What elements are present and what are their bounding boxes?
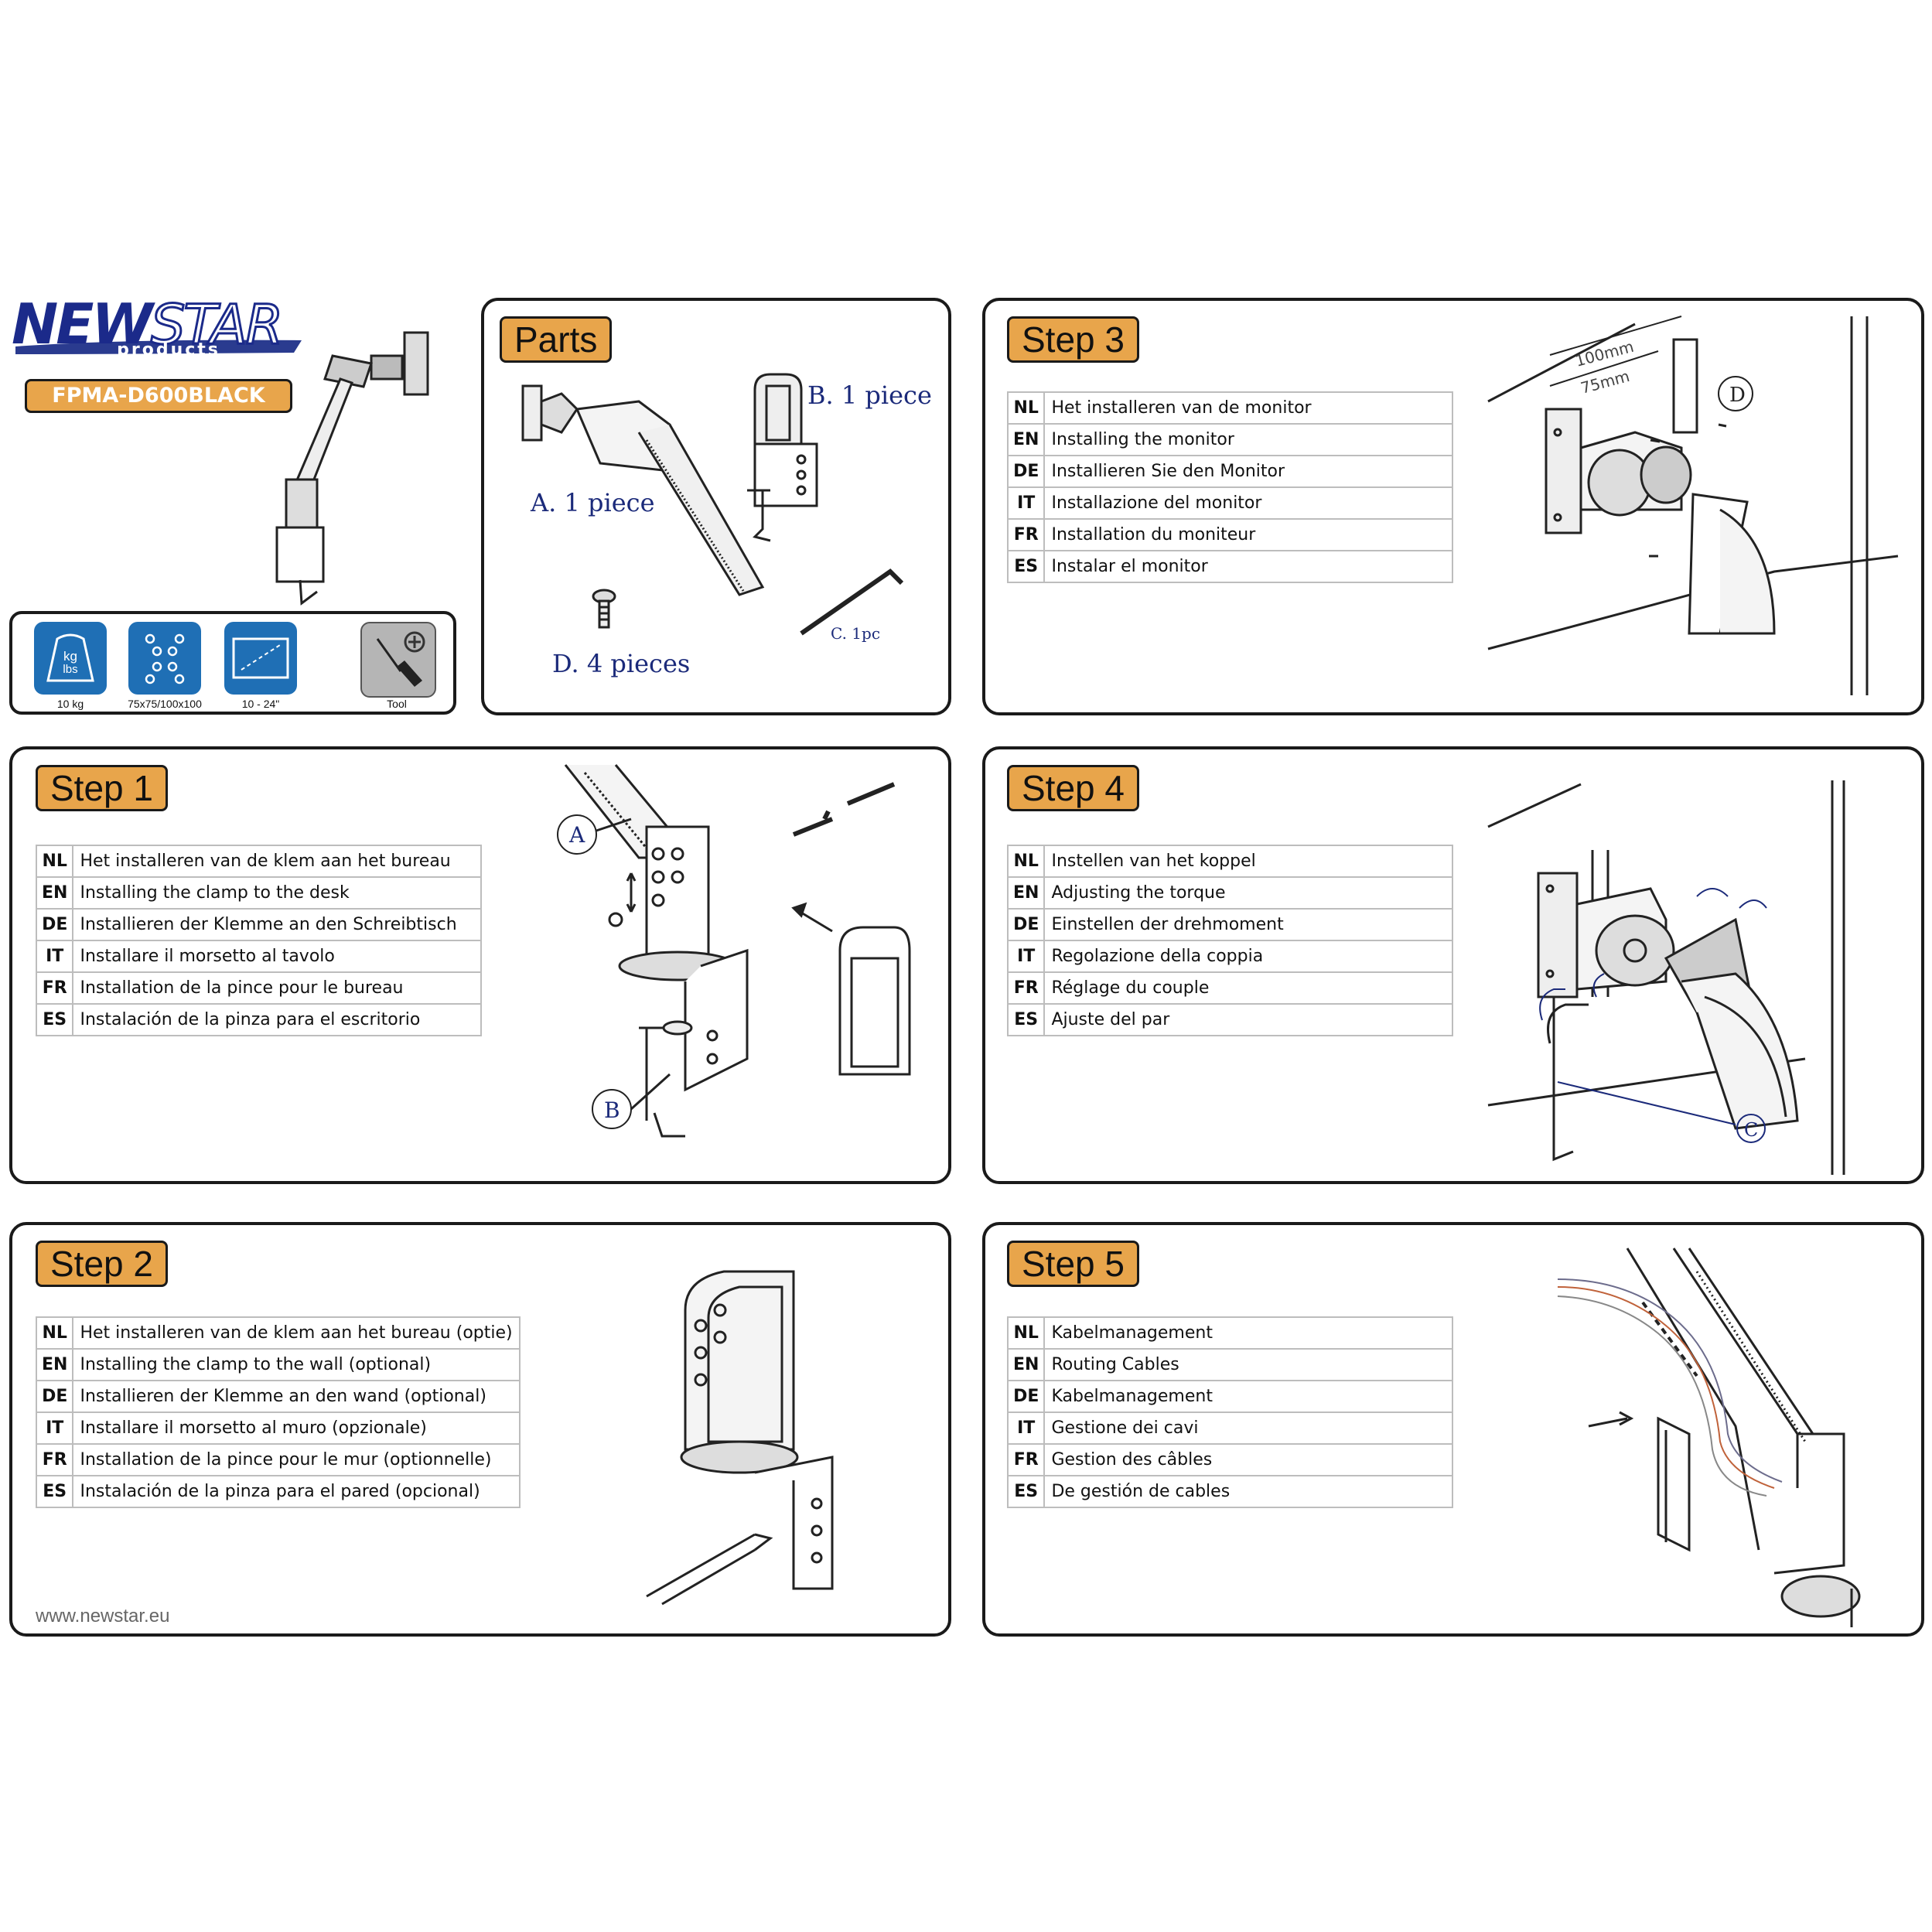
- step2-illustration: [646, 1270, 834, 1606]
- website-url[interactable]: www.newstar.eu: [36, 1606, 170, 1626]
- step3-title: Step 3: [1007, 316, 1139, 363]
- vesa-pattern-icon: [128, 622, 201, 695]
- step4-title: Step 4: [1007, 765, 1139, 811]
- parts-panel: Parts A. 1 piece B. 1 piece C. 1pc D.: [481, 298, 951, 715]
- step5-title: Step 5: [1007, 1241, 1139, 1287]
- weight-icon: kg lbs: [34, 622, 107, 695]
- dim-75mm: 75mm: [1579, 367, 1631, 398]
- vesa-label: 75x75/100x100: [128, 698, 202, 710]
- model-badge: FPMA-D600BLACK: [25, 379, 292, 413]
- step2-title: Step 2: [36, 1241, 168, 1287]
- step3-illustration: D 100mm 75mm: [1487, 316, 1899, 695]
- screwdriver-icon: [360, 622, 436, 698]
- part-a-illustration: [521, 384, 765, 596]
- step1-illustration: A B: [557, 764, 911, 1138]
- part-a-label: A. 1 piece: [531, 488, 655, 517]
- weight-label: 10 kg: [56, 698, 84, 710]
- step4-illustration: C: [1487, 780, 1845, 1175]
- newstar-logo-graphic: NEW STAR: [12, 292, 302, 358]
- screen-size-icon: [224, 622, 297, 695]
- screen-size-label: 10 - 24": [241, 698, 280, 710]
- callout-b: B: [604, 1097, 620, 1123]
- svg-text:STAR: STAR: [151, 293, 282, 357]
- part-c-allen-key: [800, 568, 904, 636]
- parts-title: Parts: [500, 316, 613, 363]
- svg-text:NEW: NEW: [12, 292, 155, 357]
- step5-illustration: [1557, 1248, 1861, 1627]
- callout-a: A: [568, 822, 585, 848]
- step1-title: Step 1: [36, 765, 168, 811]
- model-number: FPMA-D600BLACK: [52, 384, 265, 408]
- callout-d: D: [1729, 384, 1746, 407]
- part-d-label: D. 4 pieces: [552, 649, 691, 678]
- tool-label: Tool: [387, 698, 407, 710]
- part-d-screw: [592, 589, 616, 629]
- callout-c: C: [1744, 1119, 1758, 1141]
- brand-logo: NEW STAR products: [8, 292, 317, 370]
- part-b-illustration: [747, 373, 818, 542]
- part-b-label: B. 1 piece: [807, 381, 932, 410]
- product-thumbnail: [275, 331, 429, 606]
- svg-text:lbs: lbs: [63, 663, 77, 676]
- logo-subtitle: products: [117, 340, 220, 360]
- svg-text:kg: kg: [63, 649, 77, 664]
- part-c-label: C. 1pc: [831, 624, 881, 643]
- dim-100mm: 100mm: [1573, 337, 1636, 370]
- features-panel: kg lbs 10 kg 75x75/100x100 10 - 24": [9, 611, 456, 715]
